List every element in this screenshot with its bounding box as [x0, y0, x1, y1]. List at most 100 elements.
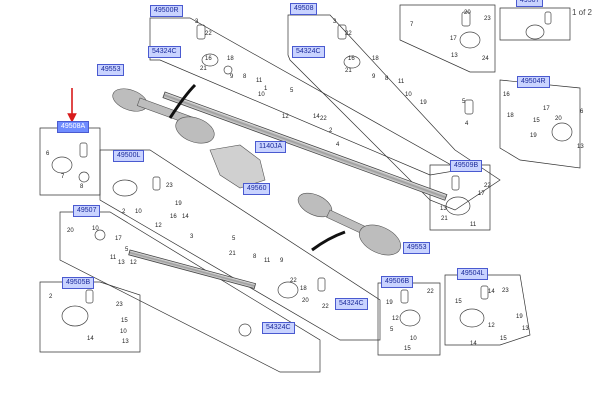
callout-number: 12 [155, 223, 162, 229]
shaft-right-upper [162, 91, 448, 201]
callout-number: 16 [205, 56, 212, 62]
callout-number: 22 [322, 304, 329, 310]
callout-number: 5 [462, 99, 466, 105]
ref-tag-54324C-c[interactable]: 54324C [335, 298, 368, 310]
ref-tag-49507-left[interactable]: 49507 [73, 205, 101, 217]
callout-number: 4 [336, 142, 340, 148]
callout-number: 10 [405, 92, 412, 98]
callout-number: 15 [121, 318, 128, 324]
callout-number: 3 [333, 19, 337, 25]
ref-tag-49508[interactable]: 49508 [290, 3, 318, 15]
page-indicator: 1 of 2 [571, 8, 592, 17]
panel-49504L [444, 274, 531, 346]
callout-number: 16 [170, 214, 177, 220]
callout-number: 11 [110, 255, 117, 261]
callout-number: 9 [372, 74, 376, 80]
ref-tag-54324C-d[interactable]: 54324C [262, 322, 295, 334]
callout-number: 9 [280, 258, 284, 264]
callout-number: 23 [502, 288, 509, 294]
ref-tag-49560[interactable]: 49560 [243, 183, 271, 195]
callout-number: 19 [530, 133, 537, 139]
ref-tag-49553-top[interactable]: 49553 [97, 64, 125, 76]
callout-number: 23 [116, 302, 123, 308]
callout-number: 18 [227, 56, 234, 62]
callout-number: 23 [484, 16, 491, 22]
connector-swoosh-upper [168, 83, 197, 119]
callout-number: 8 [80, 184, 84, 190]
callout-number: 15 [455, 299, 462, 305]
callout-number: 14 [87, 336, 94, 342]
callout-number: 14 [488, 289, 495, 295]
ref-tag-49505B[interactable]: 49505B [62, 277, 95, 289]
callout-number: 13 [118, 260, 125, 266]
callout-number: 8 [253, 254, 257, 260]
callout-number: 22 [427, 289, 434, 295]
ref-tag-54324C-a[interactable]: 54324C [148, 46, 181, 58]
ref-tag-54324C-b[interactable]: 54324C [292, 46, 325, 58]
ref-tag-49553-bottom[interactable]: 49553 [403, 242, 431, 254]
callout-number: 14 [182, 214, 189, 220]
callout-number: 15 [500, 336, 507, 342]
panel-49500L [99, 149, 381, 341]
group-panels [39, 4, 581, 373]
callout-number: 12 [282, 114, 289, 120]
panel-49504R-lower [499, 79, 581, 169]
callout-number: 18 [300, 286, 307, 292]
callout-number: 10 [92, 226, 99, 232]
callout-number: 4 [465, 121, 469, 127]
callout-number: 17 [478, 191, 485, 197]
callout-number: 17 [115, 236, 122, 242]
callout-number: 16 [348, 56, 355, 62]
callout-number: 3 [190, 234, 194, 240]
callout-number: 14 [470, 341, 477, 347]
callout-number: 12 [392, 316, 399, 322]
ref-tag-49506B[interactable]: 49506B [381, 276, 414, 288]
callout-number: 18 [507, 113, 514, 119]
callout-number: 22 [484, 183, 491, 189]
ref-tag-1140JA[interactable]: 1140JA [255, 141, 287, 153]
callout-number: 8 [243, 74, 247, 80]
callout-number: 11 [264, 258, 271, 264]
panel-49507-top [399, 4, 496, 73]
ref-tag-49509B[interactable]: 49509B [450, 160, 483, 172]
callout-number: 24 [482, 56, 489, 62]
panel-49508A [39, 127, 101, 196]
callout-number: 15 [533, 118, 540, 124]
callout-number: 8 [385, 76, 389, 82]
ref-tag-49508A[interactable]: 49508A [57, 121, 90, 133]
callout-number: 19 [386, 300, 393, 306]
callout-number: 13 [522, 326, 529, 332]
callout-number: 9 [230, 74, 234, 80]
callout-number: 10 [135, 209, 142, 215]
ref-tag-49500L[interactable]: 49500L [113, 150, 145, 162]
callout-number: 6 [46, 151, 50, 157]
callout-number: 20 [555, 116, 562, 122]
callout-number: 10 [258, 92, 265, 98]
callout-number: 11 [256, 78, 263, 84]
callout-number: 13 [440, 206, 447, 212]
callout-number: 14 [313, 114, 320, 120]
panel-49508 [287, 14, 501, 211]
shaft-left-lower [128, 249, 257, 289]
callout-number: 22 [345, 31, 352, 37]
callout-number: 22 [205, 31, 212, 37]
callout-number: 16 [503, 92, 510, 98]
callout-number: 18 [372, 56, 379, 62]
ref-tag-49504R[interactable]: 49504R [517, 76, 550, 88]
callout-number: 17 [543, 106, 550, 112]
ref-tag-49500R[interactable]: 49500R [150, 5, 183, 17]
ref-tag-49504L[interactable]: 49504L [457, 268, 489, 280]
callout-number: 13 [577, 144, 584, 150]
callout-number: 21 [441, 216, 448, 222]
driveshaft-assembly-upper [112, 88, 215, 144]
callout-number: 2 [329, 128, 333, 134]
callout-number: 6 [580, 109, 584, 115]
panel-49500R [149, 17, 462, 176]
ref-tag-49507-top[interactable]: 49507 [516, 0, 544, 7]
callout-number: 20 [302, 298, 309, 304]
callout-number: 13 [122, 339, 129, 345]
callout-number: 7 [61, 174, 65, 180]
callout-number: 10 [120, 329, 127, 335]
